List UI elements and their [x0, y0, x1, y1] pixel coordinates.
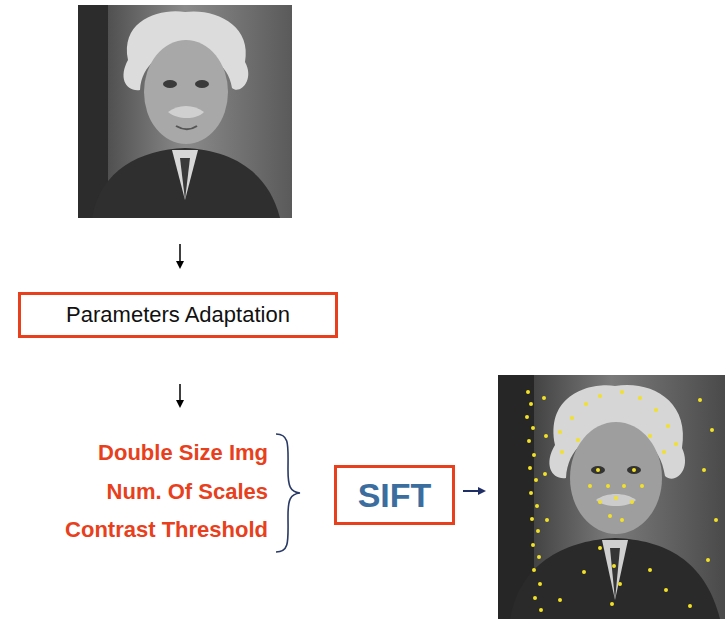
node-text: SIFT [358, 476, 432, 515]
parameter-label: Double Size Img [98, 440, 268, 466]
curly-bracket [276, 434, 300, 552]
parameter-label: Contrast Threshold [65, 517, 268, 543]
input-photo [78, 5, 292, 218]
keypoint-dots [527, 392, 716, 610]
algorithm-box: SIFT [334, 465, 455, 525]
output-photo [498, 375, 725, 619]
flow-arrow [176, 244, 184, 269]
output-arrow [463, 487, 486, 495]
flow-arrow [176, 384, 184, 408]
node-text: Parameters Adaptation [66, 302, 290, 328]
parameter-label: Num. Of Scales [107, 479, 268, 505]
process-box: Parameters Adaptation [18, 292, 338, 338]
